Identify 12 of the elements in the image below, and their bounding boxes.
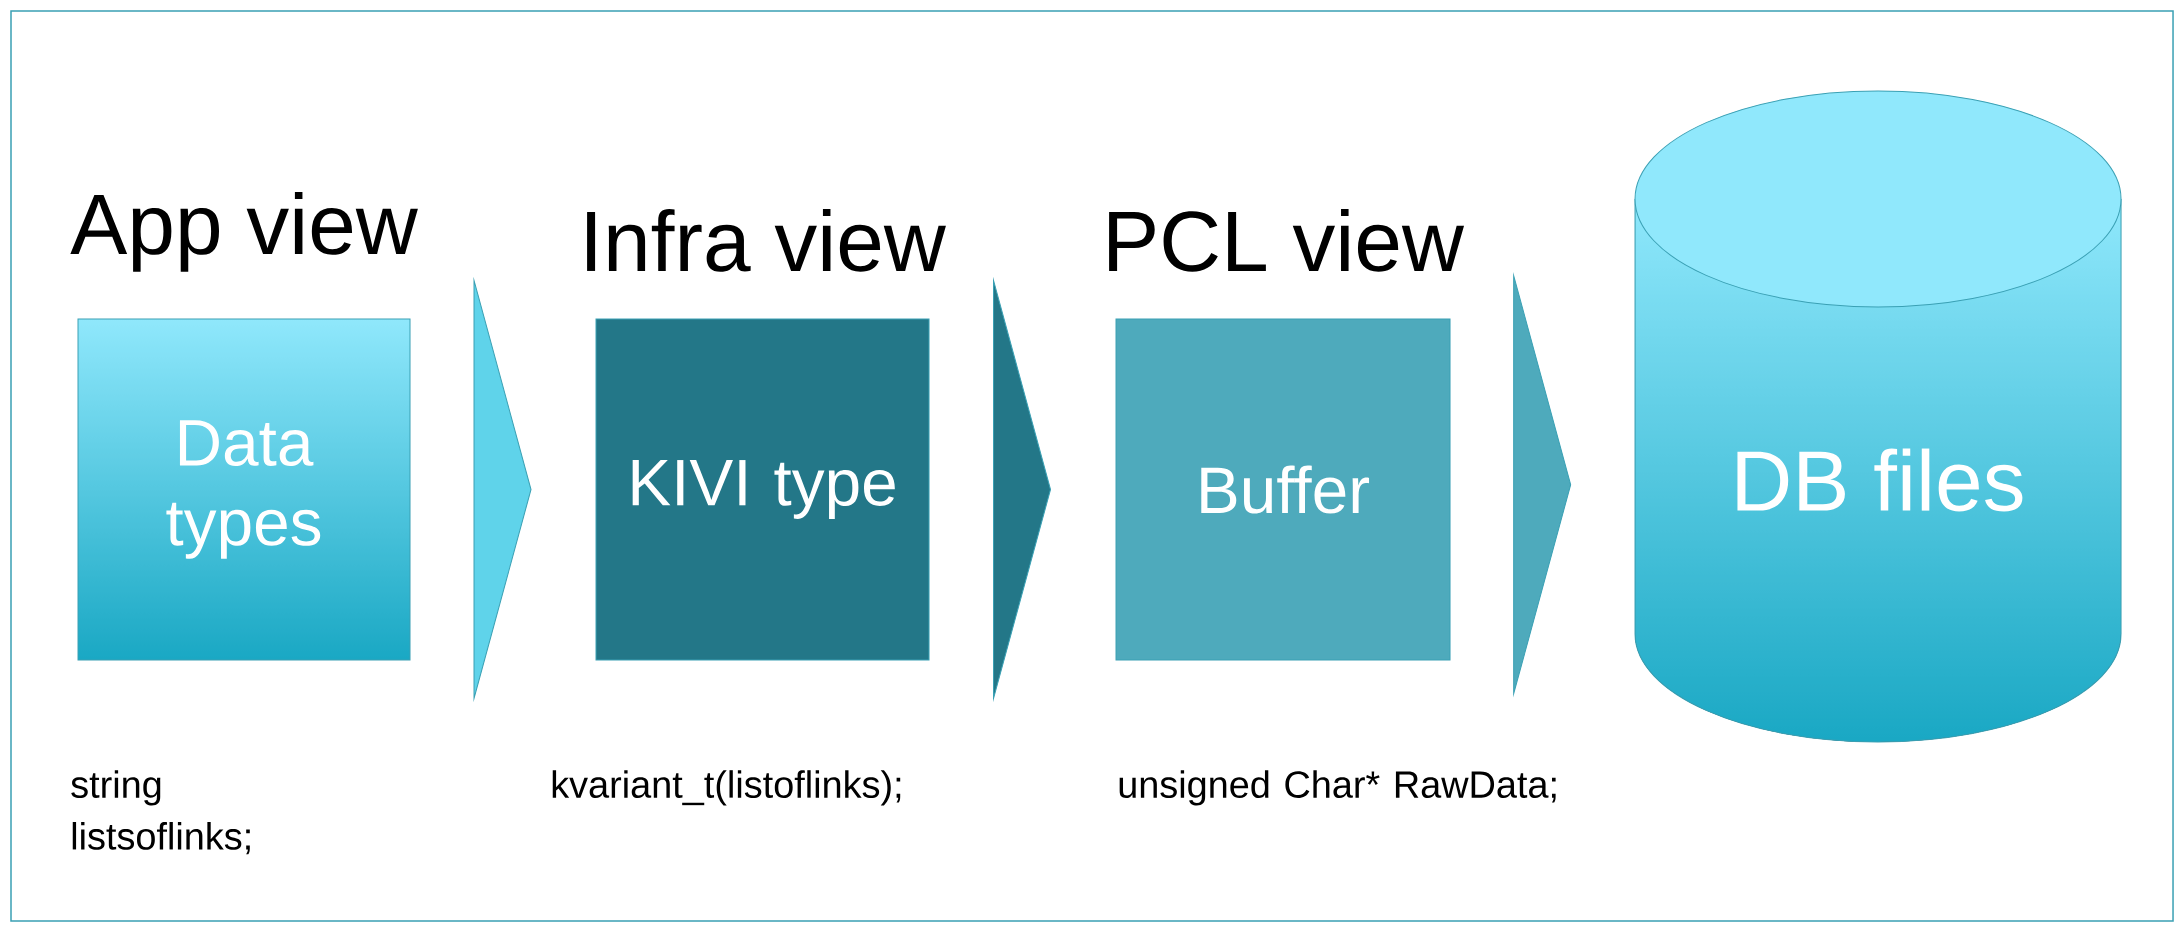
- chevron-arrow: [1513, 275, 1572, 695]
- process-box: KIVI type: [595, 318, 930, 661]
- process-box: Buffer: [1115, 318, 1451, 661]
- code-text: kvariant_t(listoflinks);: [552, 770, 901, 806]
- view-heading: PCL view: [1109, 208, 1465, 272]
- code-text: string listsoflinks;: [71, 770, 250, 855]
- database-cylinder: DB files: [1634, 90, 2122, 743]
- process-box: Data types: [77, 318, 411, 661]
- chevron-arrow: [993, 280, 1051, 699]
- code-text: unsigned Char* RawData;: [1119, 770, 1556, 806]
- view-heading: App view: [70, 191, 418, 272]
- view-heading: Infra view: [587, 208, 946, 272]
